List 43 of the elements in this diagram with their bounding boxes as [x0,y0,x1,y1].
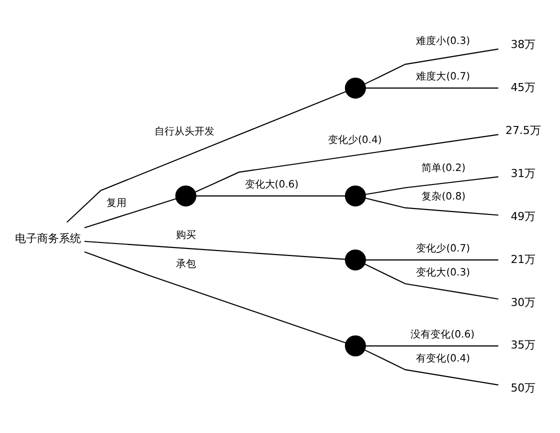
connector [365,197,498,216]
connector [366,176,498,194]
node-circle [344,248,366,270]
connector [196,194,346,196]
node-circle [175,184,196,206]
node-text: 电子商务系统 [15,231,82,244]
connector [366,344,498,346]
node-text: 45万 [510,80,536,94]
connector [366,258,498,260]
node-text: 38万 [510,37,536,50]
connector [84,198,176,228]
connector [364,349,498,385]
edge-label: 变化大(0.6) [244,179,299,190]
edge-label: 购买 [176,229,196,240]
edge-label: 复杂(0.8) [422,190,466,202]
node-text: 49万 [510,209,536,222]
edge-label: 没有变化(0.6) [410,329,475,340]
node-text: 31万 [510,166,536,180]
connector [195,133,498,192]
connector [364,48,498,84]
node-circle [344,334,366,356]
node-text: 21万 [510,252,536,266]
node-text: 35万 [510,338,536,352]
node-circle [344,184,366,206]
edge-label: 复用 [106,197,127,208]
edge-label: 变化少(0.7) [416,243,470,254]
edge-label: 变化少(0.4) [328,134,382,146]
edge-label: 简单(0.2) [422,162,466,174]
node-text: 27.5万 [505,123,541,136]
edge-label: 难度小(0.3) [416,36,470,47]
connector [66,90,346,222]
edge-label: 自行从头开发 [154,126,215,138]
node-text: 30万 [510,295,536,308]
edge-label: 有变化(0.4) [416,352,470,364]
connector [84,250,346,343]
node-text: 50万 [510,381,536,394]
edge-label: 难度大(0.7) [416,71,470,82]
connector [84,240,346,260]
edge-label: 变化大(0.3) [416,266,470,278]
edge-label: 承包 [176,258,196,270]
connector [364,263,498,300]
connector [366,87,498,88]
node-circle [344,77,366,98]
